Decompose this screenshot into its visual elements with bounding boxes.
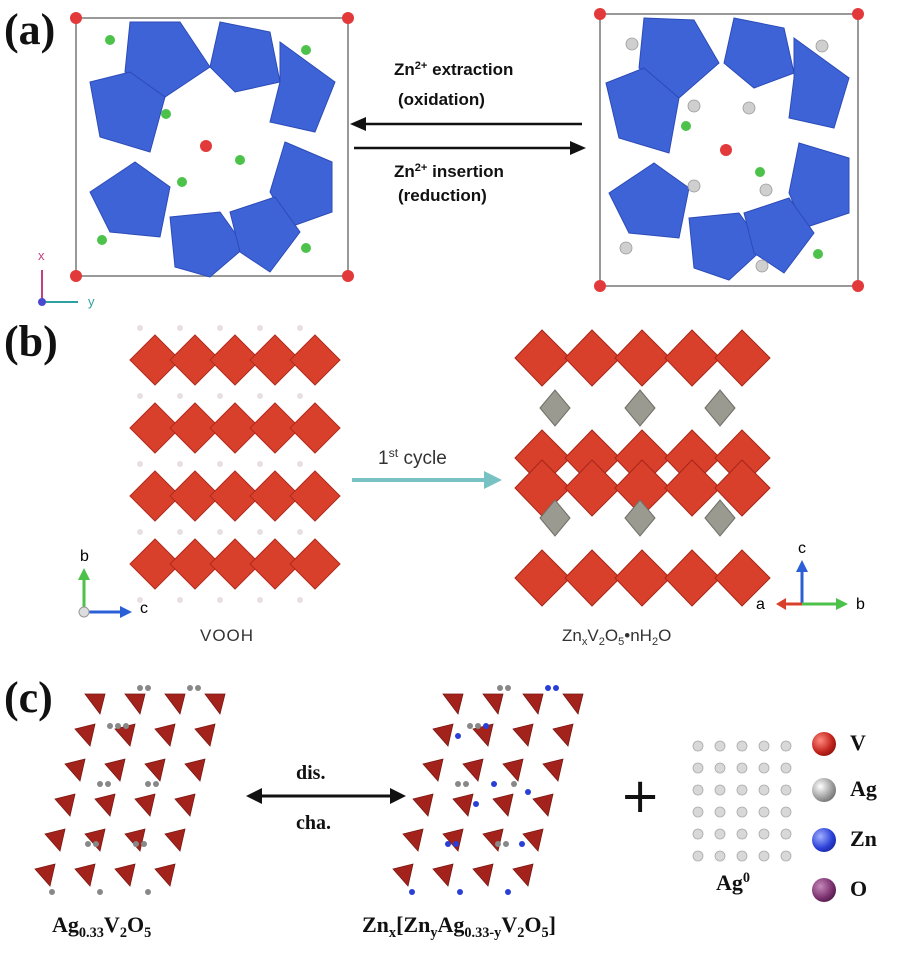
- insertion-label: Zn2+ insertion: [394, 162, 504, 182]
- panel-b-left-axes-icon: [78, 568, 132, 618]
- axis-x-label: x: [38, 248, 45, 263]
- first-cycle-arrow: [352, 471, 502, 489]
- extraction-arrow: [350, 117, 582, 131]
- zn-ag-v2o5-structure: [392, 685, 584, 895]
- legend-label-zn: Zn: [850, 826, 877, 851]
- panel-b-right-axes-icon: [776, 560, 848, 610]
- legend: V Ag Zn O: [812, 728, 898, 908]
- zn-ag-v2o5-caption: Znx[ZnyAg0.33-yV2O5]: [362, 912, 556, 941]
- axis-y-label: y: [88, 294, 95, 309]
- axis-a-right-label: a: [756, 596, 765, 613]
- extraction-label: Zn2+ extraction: [394, 60, 514, 80]
- panel-a-left-structure: [70, 12, 354, 282]
- axis-b-right-label: b: [856, 596, 865, 613]
- first-cycle-label: 1st cycle: [378, 446, 447, 469]
- dis-label: dis.: [296, 762, 326, 784]
- panel-a-right-structure: [594, 8, 864, 292]
- dis-cha-arrow: [246, 788, 406, 804]
- oxidation-label: (oxidation): [398, 90, 485, 109]
- legend-label-o: O: [850, 876, 868, 901]
- vooh-caption: VOOH: [200, 626, 255, 645]
- plus-sign: +: [620, 768, 661, 824]
- zn-swatch: [812, 828, 836, 852]
- insertion-arrow: [354, 141, 586, 155]
- ag0-lattice: [692, 740, 792, 862]
- cha-label: cha.: [296, 812, 331, 834]
- panel-a-label: (a): [4, 5, 56, 54]
- znv2o5-structure: [514, 329, 771, 607]
- o-swatch: [812, 878, 836, 902]
- axis-c-label: c: [140, 600, 148, 617]
- legend-label-v: V: [850, 730, 866, 755]
- axis-b-label: b: [80, 548, 89, 565]
- panel-c-label: (c): [4, 673, 53, 722]
- reduction-label: (reduction): [398, 186, 487, 205]
- ag-swatch: [812, 778, 836, 802]
- ag0-label: Ag0: [716, 870, 751, 895]
- axis-c-right-label: c: [798, 540, 806, 557]
- v-swatch: [812, 732, 836, 756]
- ag033v2o5-caption: Ag0.33V2O5: [52, 912, 152, 941]
- panel-a-axes-icon: [38, 270, 78, 306]
- znv2o5-caption: ZnxV2O5•nH2O: [562, 626, 672, 648]
- panel-b-label: (b): [4, 317, 58, 366]
- ag033v2o5-structure: [34, 685, 226, 895]
- vooh-structure: [129, 325, 341, 603]
- legend-label-ag: Ag: [850, 776, 877, 801]
